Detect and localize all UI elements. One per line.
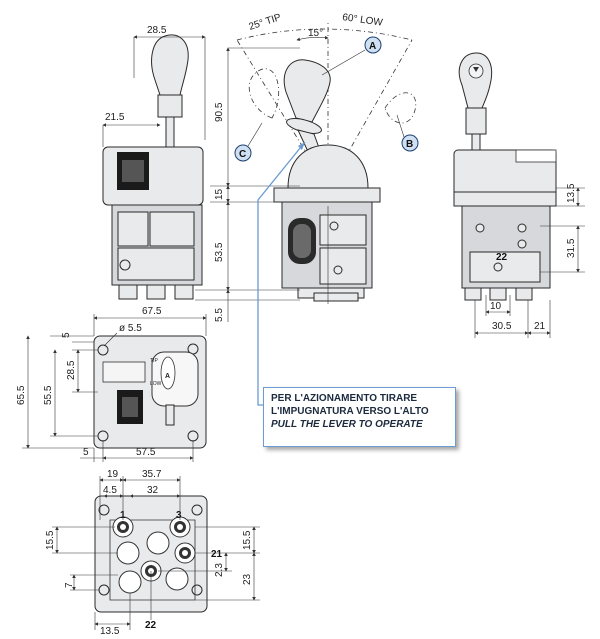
dim-21-5: 21.5 — [105, 112, 125, 123]
marker-a — [364, 36, 382, 54]
dim-67-5: 67.5 — [142, 306, 162, 317]
handle-a-label: A — [165, 373, 170, 380]
side-view-left: 28.5 21.5 — [102, 25, 206, 300]
dim-15-5-right: 15.5 — [242, 530, 253, 550]
dim-28-5-top: 28.5 — [66, 360, 77, 380]
dim-7: 7 — [64, 582, 75, 588]
dim-15-5-left: 15.5 — [45, 530, 56, 550]
dim-13-5-base: 13.5 — [100, 626, 120, 637]
dim-5-bottom: 5 — [83, 447, 89, 458]
angle-60-low: 60° LOW — [342, 12, 384, 29]
port-22-right: 22 — [496, 252, 508, 263]
marker-a-label: A — [369, 41, 376, 52]
callout-line-2: L'IMPUGNATURA VERSO L'ALTO — [271, 406, 429, 417]
marker-c — [234, 144, 252, 162]
dim-32: 32 — [147, 485, 159, 496]
marker-b-label: B — [406, 139, 413, 150]
dim-2-3: 2.3 — [214, 563, 225, 577]
operate-callout: PER L'AZIONAMENTO TIRARE L'IMPUGNATURA V… — [263, 387, 456, 447]
dim-21: 21 — [534, 321, 546, 332]
dim-65-5: 65.5 — [16, 385, 27, 405]
callout-line-1: PER L'AZIONAMENTO TIRARE — [271, 393, 418, 404]
lever-knob — [151, 34, 189, 96]
dim-10: 10 — [490, 301, 502, 312]
port-21: 21 — [211, 549, 223, 560]
dim-55-5: 55.5 — [43, 385, 54, 405]
marker-b — [401, 134, 419, 152]
dim-30-5: 30.5 — [492, 321, 512, 332]
side-view-right: 22 13.5 31.5 10 30.5 21 — [453, 52, 585, 338]
valve-dome — [287, 144, 369, 189]
lever-knob-front — [283, 59, 331, 123]
dim-90-5: 90.5 — [214, 102, 225, 122]
dim-35-7: 35.7 — [142, 469, 162, 480]
dim-4-5: 4.5 — [103, 485, 117, 496]
dim-19: 19 — [107, 469, 119, 480]
dim-28-5: 28.5 — [147, 25, 167, 36]
dim-53-5: 53.5 — [214, 242, 225, 262]
handle-low-label: LOW — [150, 381, 162, 387]
front-view: 90.5 15 53.5 5.5 25° TIP 15° 60° LOW A B… — [195, 12, 419, 406]
angle-15: 15° — [308, 28, 323, 39]
callout-line-3: PULL THE LEVER TO OPERATE — [271, 419, 423, 430]
dim-dia-5-5: ø 5.5 — [119, 323, 142, 334]
marker-c-label: C — [239, 149, 246, 160]
port-22: 22 — [145, 620, 157, 631]
handle-tip-label: TIP — [150, 358, 158, 364]
lever-knob-right — [458, 52, 493, 109]
lever-collar — [157, 94, 183, 118]
base-view: 1 3 21 22 19 35.7 4.5 32 15.5 15.5 2.3 2… — [45, 469, 260, 637]
dim-13-5: 13.5 — [566, 183, 577, 203]
valve-flange — [273, 187, 381, 203]
callout-leader — [257, 141, 306, 406]
dim-31-5: 31.5 — [566, 238, 577, 258]
side-window-inner — [122, 160, 144, 182]
dim-5-top: 5 — [61, 332, 72, 338]
port-3: 3 — [176, 510, 182, 521]
dim-5-5: 5.5 — [214, 308, 225, 322]
angle-25-tip: 25° TIP — [248, 12, 283, 33]
dim-23: 23 — [242, 573, 253, 585]
top-view: TIP A LOW 67.5 ø 5.5 5 28.5 55.5 65.5 5 … — [16, 306, 207, 462]
dim-15: 15 — [214, 188, 225, 200]
dim-57-5: 57.5 — [136, 447, 156, 458]
